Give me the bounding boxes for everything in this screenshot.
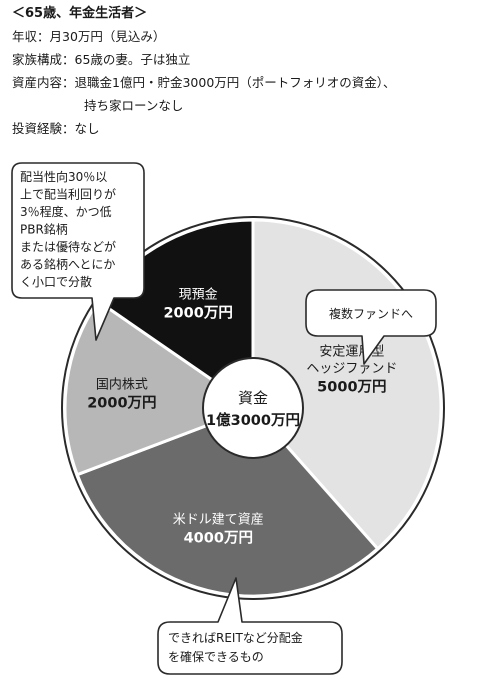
pie-center: 資金 1億3000万円: [202, 357, 304, 459]
profile-heading: ＜65歳、年金生活者＞: [12, 6, 148, 21]
family-row: 家族構成： 65歳の妻。子は独立: [12, 48, 396, 71]
callout-domestic-stocks-text: 上で配当利回りが: [20, 187, 116, 202]
slice-value-label: 2000万円: [163, 305, 232, 322]
pie-outer-ring: [61, 216, 445, 600]
callout-hedge-fund-shape: [305, 289, 437, 365]
family-value: 65歳の妻。子は独立: [74, 52, 191, 67]
slice-label: 現預金: [179, 287, 218, 303]
pie-slice-labels: 安定運用型ヘッジファンド5000万円米ドル建て資産4000万円国内株式2000万…: [87, 287, 397, 547]
assets-value-line1: 退職金1億円・貯金3000万円（ポートフォリオの資金）、: [74, 75, 396, 90]
callout-usd-assets-shape: [157, 577, 343, 675]
callout-hedge-fund: 複数ファンドへ: [305, 289, 437, 365]
assets-label: 資産内容：: [12, 75, 75, 90]
callout-domestic-stocks-text: または優待などが: [20, 239, 116, 254]
center-circle: [202, 357, 304, 459]
callout-domestic-stocks-text: 配当性向30％以: [20, 169, 107, 184]
pie-slice: [63, 299, 257, 477]
experience-row: 投資経験： なし: [12, 117, 396, 140]
center-label-total: 1億3000万円: [206, 411, 300, 429]
experience-label: 投資経験：: [12, 121, 75, 136]
slice-label: 米ドル建て資産: [173, 512, 264, 528]
slice-value-label: 4000万円: [184, 530, 253, 547]
income-value: 月30万円（見込み）: [49, 29, 166, 44]
income-row: 年収： 月30万円（見込み）: [12, 25, 396, 48]
callout-domestic-stocks-text: く小口で分散: [20, 274, 92, 289]
pie-slice: [75, 406, 380, 598]
experience-value: なし: [74, 121, 100, 136]
slice-label: ヘッジファンド: [306, 361, 397, 376]
family-label: 家族構成：: [12, 52, 75, 67]
assets-value-line2: 持ち家ローンなし: [84, 98, 184, 113]
callout-domestic-stocks-text: 3％程度、かつ低: [20, 204, 112, 219]
slice-label: 国内株式: [96, 376, 148, 392]
slice-value-label: 2000万円: [87, 394, 156, 411]
callout-domestic-stocks-text: PBR銘柄: [20, 222, 68, 237]
investor-profile: ＜65歳、年金生活者＞ 年収： 月30万円（見込み） 家族構成： 65歳の妻。子…: [12, 2, 396, 140]
callout-usd-assets-text: できればREITなど分配金: [168, 630, 303, 645]
callout-domestic-stocks-text: ある銘柄へとにか: [20, 257, 115, 272]
income-label: 年収：: [12, 29, 50, 44]
callout-hedge-fund-text: 複数ファンドへ: [329, 306, 413, 321]
slice-value-label: 5000万円: [317, 378, 386, 395]
assets-row-continued: 持ち家ローンなし: [12, 94, 396, 117]
center-label-title: 資金: [238, 389, 268, 407]
callout-usd-assets-text: を確保できるもの: [168, 649, 264, 664]
assets-row: 資産内容： 退職金1億円・貯金3000万円（ポートフォリオの資金）、: [12, 71, 396, 94]
callout-domestic-stocks-shape: [11, 162, 145, 341]
